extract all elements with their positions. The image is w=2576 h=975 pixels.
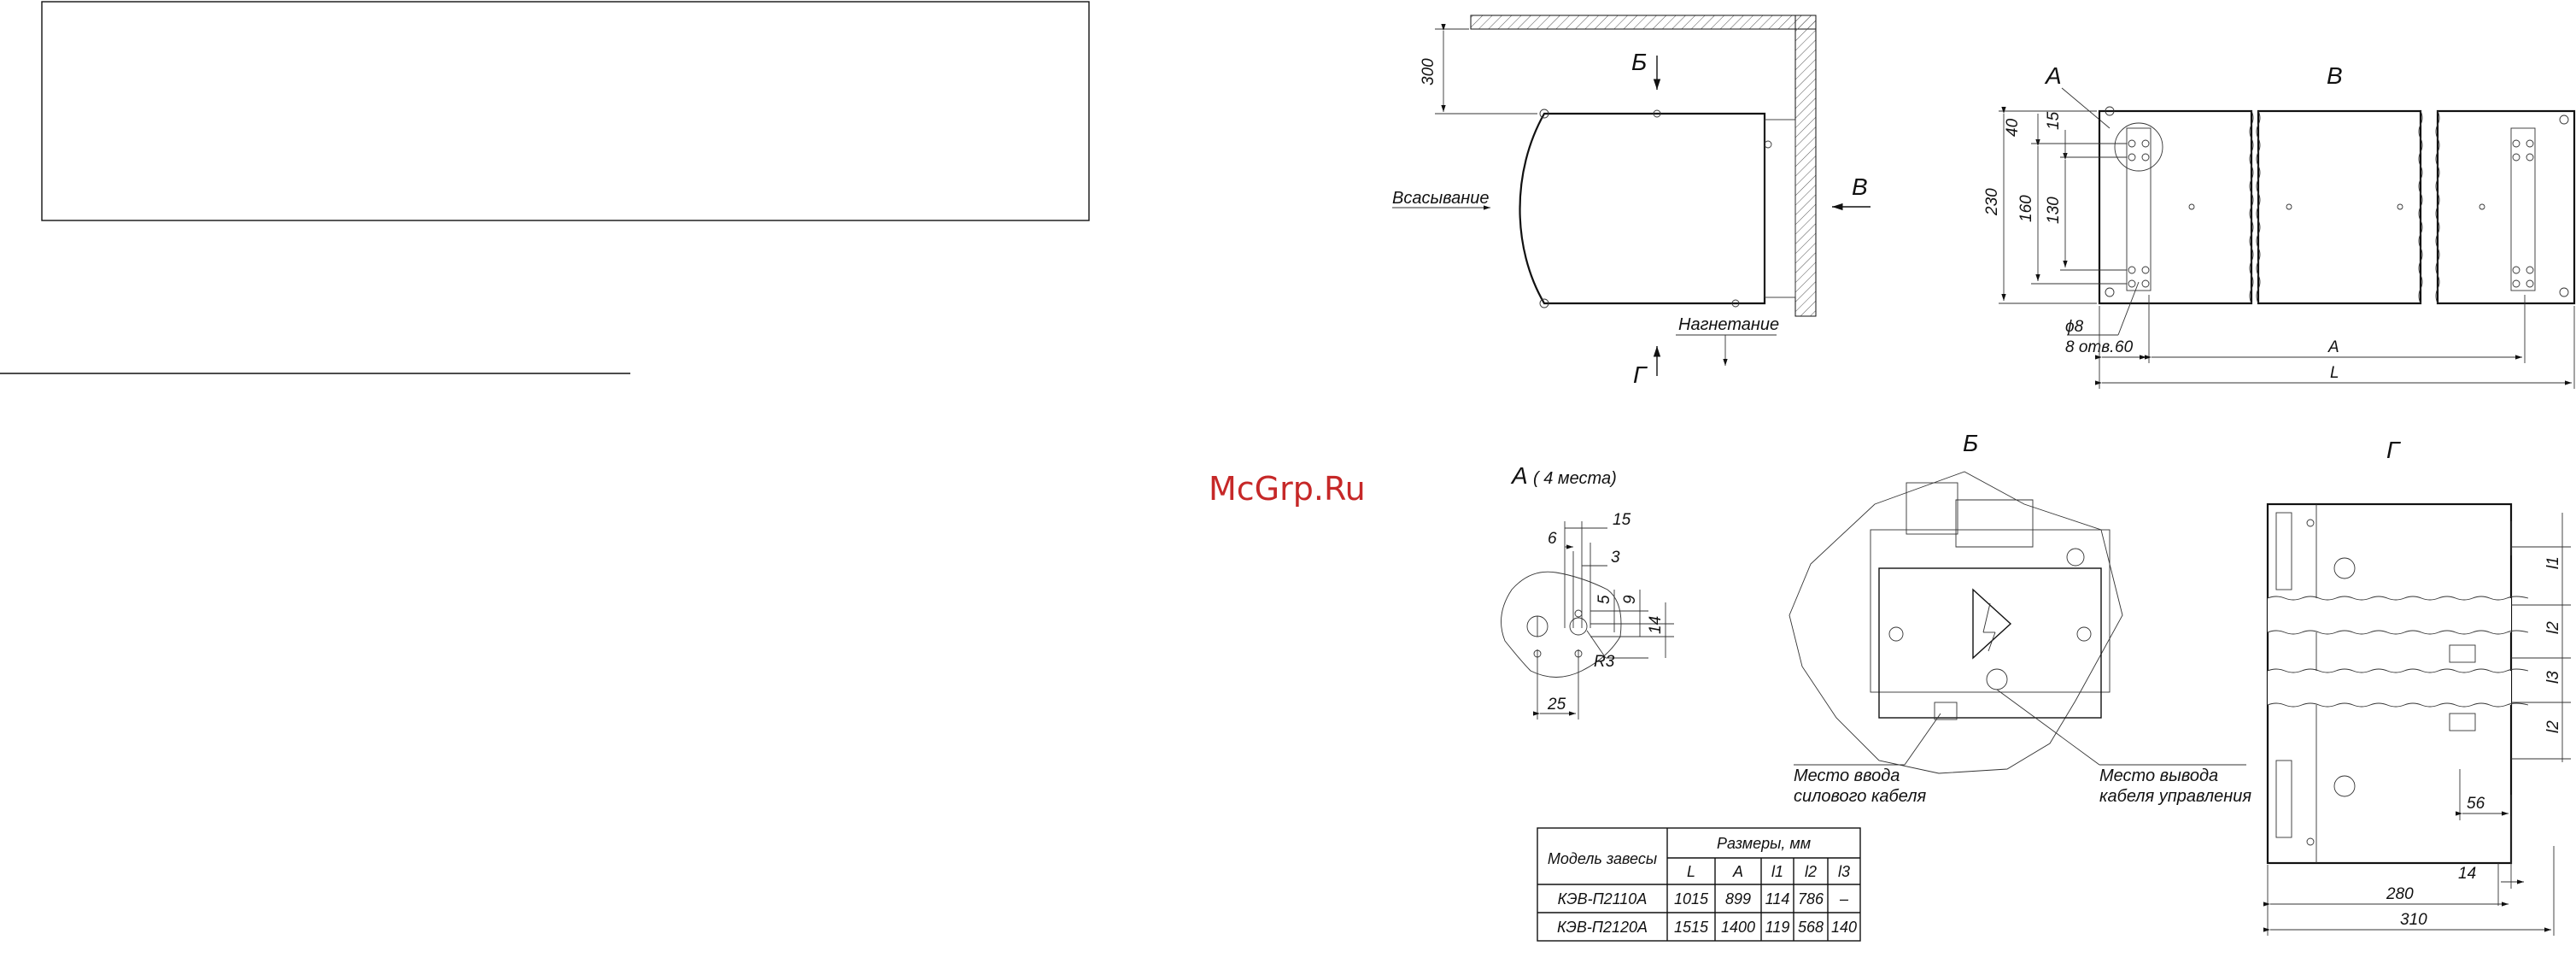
table-row2-l1: 119	[1765, 919, 1790, 936]
table-subheader-l2: l2	[1805, 863, 1817, 880]
detail-a-dim-6: 6	[1548, 530, 1557, 548]
dim-l2-lower: l2	[2544, 720, 2562, 733]
detail-a: А ( 4 места) 15 6 3 5 9 14 R3 25	[1501, 462, 1674, 720]
dim-310: 310	[2400, 911, 2427, 929]
power-entry-line2: силового кабеля	[1794, 787, 1927, 806]
dim-l2-upper: l2	[2544, 621, 2562, 634]
control-exit-line1: Место вывода	[2099, 766, 2218, 785]
dim-230: 230	[1983, 188, 2001, 216]
detail-a-dim-5: 5	[1595, 595, 1613, 604]
table-subheader-l3: l3	[1838, 863, 1850, 880]
dimensions-table: Модель завесы Размеры, мм L A l1 l2 l3 К…	[1537, 827, 1861, 942]
blank-frame	[41, 1, 1090, 221]
detail-a-dim-9: 9	[1621, 595, 1639, 604]
table-row2-A: 1400	[1721, 919, 1755, 936]
view-label-b: Б	[1631, 49, 1647, 75]
table-header-sizes: Размеры, мм	[1717, 835, 1811, 852]
detail-a-title-note: ( 4 места)	[1533, 469, 1617, 488]
hole-diameter: ϕ8	[2065, 318, 2084, 336]
detail-g: Г l1 l2 l3 l2 56 14	[2263, 437, 2571, 936]
table-row1-l2: 786	[1798, 890, 1824, 907]
table-subheader-A: A	[1732, 863, 1743, 880]
label-suction: Всасывание	[1392, 189, 1490, 208]
table-row1-model: КЭВ-П2110А	[1558, 890, 1648, 907]
dim-14: 14	[2458, 865, 2476, 883]
table-row1-l3: –	[1839, 890, 1849, 907]
detail-a-title: А	[1510, 462, 1528, 489]
dim-L: L	[2330, 364, 2339, 382]
dim-l3: l3	[2544, 671, 2562, 684]
curtain-body-side	[1519, 112, 1766, 305]
dim-300: 300	[1420, 58, 1437, 85]
dim-130: 130	[2045, 197, 2063, 224]
dim-A: A	[2327, 338, 2339, 356]
power-entry-line1: Место ввода	[1794, 766, 1900, 785]
detail-a-dim-3: 3	[1611, 549, 1620, 567]
table-row1-A: 899	[1725, 890, 1751, 907]
control-exit-line2: кабеля управления	[2099, 787, 2251, 806]
dim-160: 160	[2017, 195, 2035, 222]
dim-280: 280	[2386, 885, 2414, 903]
detail-b: Б Место ввода силового кабеля Место выво…	[1789, 430, 2251, 806]
label-discharge: Нагнетание	[1678, 315, 1779, 334]
detail-b-title: Б	[1963, 430, 1978, 456]
dim-56: 56	[2467, 795, 2485, 813]
detail-a-dim-15: 15	[1613, 511, 1631, 529]
front-view: А В 230 160 40	[1983, 62, 2576, 389]
table-subheader-l1: l1	[1771, 863, 1783, 880]
table-row1-l1: 114	[1765, 890, 1790, 907]
table-row2-l2: 568	[1798, 919, 1824, 936]
table-row2-model: КЭВ-П2120А	[1557, 919, 1648, 936]
front-view-label-a: А	[2044, 62, 2062, 89]
detail-a-dim-14: 14	[1647, 616, 1665, 634]
dim-15: 15	[2045, 111, 2063, 130]
view-label-g: Г	[1633, 361, 1648, 388]
detail-g-title: Г	[2386, 437, 2401, 463]
front-view-label-v: В	[2327, 62, 2343, 89]
watermark: McGrp.Ru	[1209, 470, 1366, 508]
view-label-v: В	[1852, 173, 1868, 200]
table-row1-L: 1015	[1674, 890, 1709, 907]
detail-a-dim-r3: R3	[1594, 653, 1615, 671]
table-subheader-L: L	[1687, 863, 1695, 880]
detail-a-dim-25: 25	[1547, 696, 1566, 714]
table-row2-l3: 140	[1831, 919, 1857, 936]
table-row2-L: 1515	[1674, 919, 1709, 936]
dim-l1: l1	[2544, 556, 2562, 569]
dim-60: 60	[2115, 338, 2134, 356]
hole-count: 8 отв.	[2065, 338, 2114, 356]
dim-40: 40	[2004, 118, 2022, 137]
side-view: 300 Б В Г Всасывание Нагнетание	[1392, 15, 1871, 388]
table-header-model: Модель завесы	[1548, 850, 1657, 867]
